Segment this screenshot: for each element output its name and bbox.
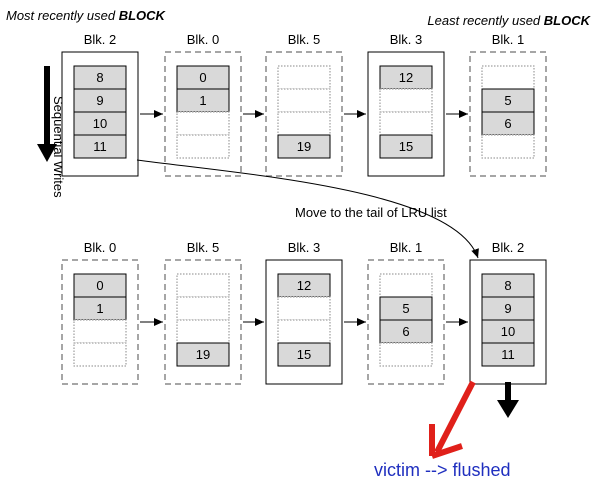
cell-empty (176, 296, 230, 321)
mru-header: Most recently used BLOCK (6, 8, 167, 23)
block-0-4: Blk. 1 5 6 (469, 32, 547, 177)
block-0-2: Blk. 5 19 (265, 32, 343, 177)
block-name: Blk. 5 (288, 32, 321, 47)
move-curve-arrow (136, 159, 479, 259)
victim-label: victim --> flushed (374, 460, 511, 480)
cell-empty (379, 111, 433, 136)
cell-filled (176, 342, 230, 367)
block-1-0: Blk. 0 0 1 (61, 240, 139, 385)
cell-value: 19 (297, 139, 311, 154)
cell-value: 10 (501, 324, 515, 339)
cell-empty (481, 134, 535, 159)
block-name: Blk. 5 (187, 240, 220, 255)
cell-filled (277, 134, 331, 159)
cell-filled (481, 342, 535, 367)
block-0-3: Blk. 3 12 15 (367, 32, 445, 177)
cell-value: 6 (504, 116, 511, 131)
block-name: Blk. 3 (390, 32, 423, 47)
move-label: Move to the tail of LRU list (295, 205, 447, 220)
cell-value: 11 (93, 139, 107, 154)
block-1-2: Blk. 3 12 15 (265, 240, 343, 385)
cell-empty (277, 88, 331, 113)
sequential-writes-arrowhead (37, 144, 57, 162)
cell-filled (277, 342, 331, 367)
cell-value: 12 (297, 278, 311, 293)
cell-value: 9 (96, 93, 103, 108)
cell-empty (277, 296, 331, 321)
cell-value: 5 (504, 93, 511, 108)
block-0-1: Blk. 0 0 1 (164, 32, 242, 177)
cell-value: 6 (402, 324, 409, 339)
cell-empty (379, 273, 433, 298)
cell-value: 19 (196, 347, 210, 362)
cell-value: 15 (399, 139, 413, 154)
cell-empty (481, 65, 535, 90)
block-name: Blk. 0 (187, 32, 220, 47)
cell-value: 1 (96, 301, 103, 316)
block-1-1: Blk. 5 19 (164, 240, 242, 385)
block-name: Blk. 1 (390, 240, 423, 255)
cell-empty (277, 111, 331, 136)
bottom-row: Blk. 0 0 1 Blk. 5 19 Blk. 3 12 15 Blk. 1 5 6 Blk. 2… (61, 240, 547, 385)
block-name: Blk. 1 (492, 32, 525, 47)
cell-value: 0 (96, 278, 103, 293)
cell-empty (176, 134, 230, 159)
block-1-4: Blk. 2 8 9 10 11 (469, 240, 547, 385)
cell-filled (379, 134, 433, 159)
cell-empty (73, 342, 127, 367)
victim-arrow-shaft (434, 380, 476, 454)
block-name: Blk. 3 (288, 240, 321, 255)
block-name: Blk. 2 (492, 240, 525, 255)
block-1-3: Blk. 1 5 6 (367, 240, 445, 385)
cell-empty (176, 273, 230, 298)
block-0-0: Blk. 2 8 9 10 11 (61, 32, 139, 177)
cell-value: 8 (96, 70, 103, 85)
cell-empty (176, 319, 230, 344)
cell-value: 8 (504, 278, 511, 293)
victim-arrowhead-right (431, 443, 463, 459)
cell-empty (277, 65, 331, 90)
cell-value: 1 (199, 93, 206, 108)
cell-empty (379, 342, 433, 367)
cell-empty (73, 319, 127, 344)
cell-value: 5 (402, 301, 409, 316)
cell-value: 12 (399, 70, 413, 85)
sequential-writes-arrow-shaft (44, 66, 50, 146)
block-name: Blk. 0 (84, 240, 117, 255)
cell-empty (277, 319, 331, 344)
cell-empty (176, 111, 230, 136)
block-name: Blk. 2 (84, 32, 117, 47)
cell-value: 10 (93, 116, 107, 131)
cell-empty (379, 88, 433, 113)
cell-value: 9 (504, 301, 511, 316)
cell-value: 15 (297, 347, 311, 362)
lru-header: Least recently used BLOCK (427, 13, 591, 28)
cell-value: 11 (501, 347, 515, 362)
flush-arrowhead (497, 400, 519, 418)
flush-arrow-shaft (505, 382, 511, 402)
cell-filled (73, 134, 127, 159)
cell-value: 0 (199, 70, 206, 85)
